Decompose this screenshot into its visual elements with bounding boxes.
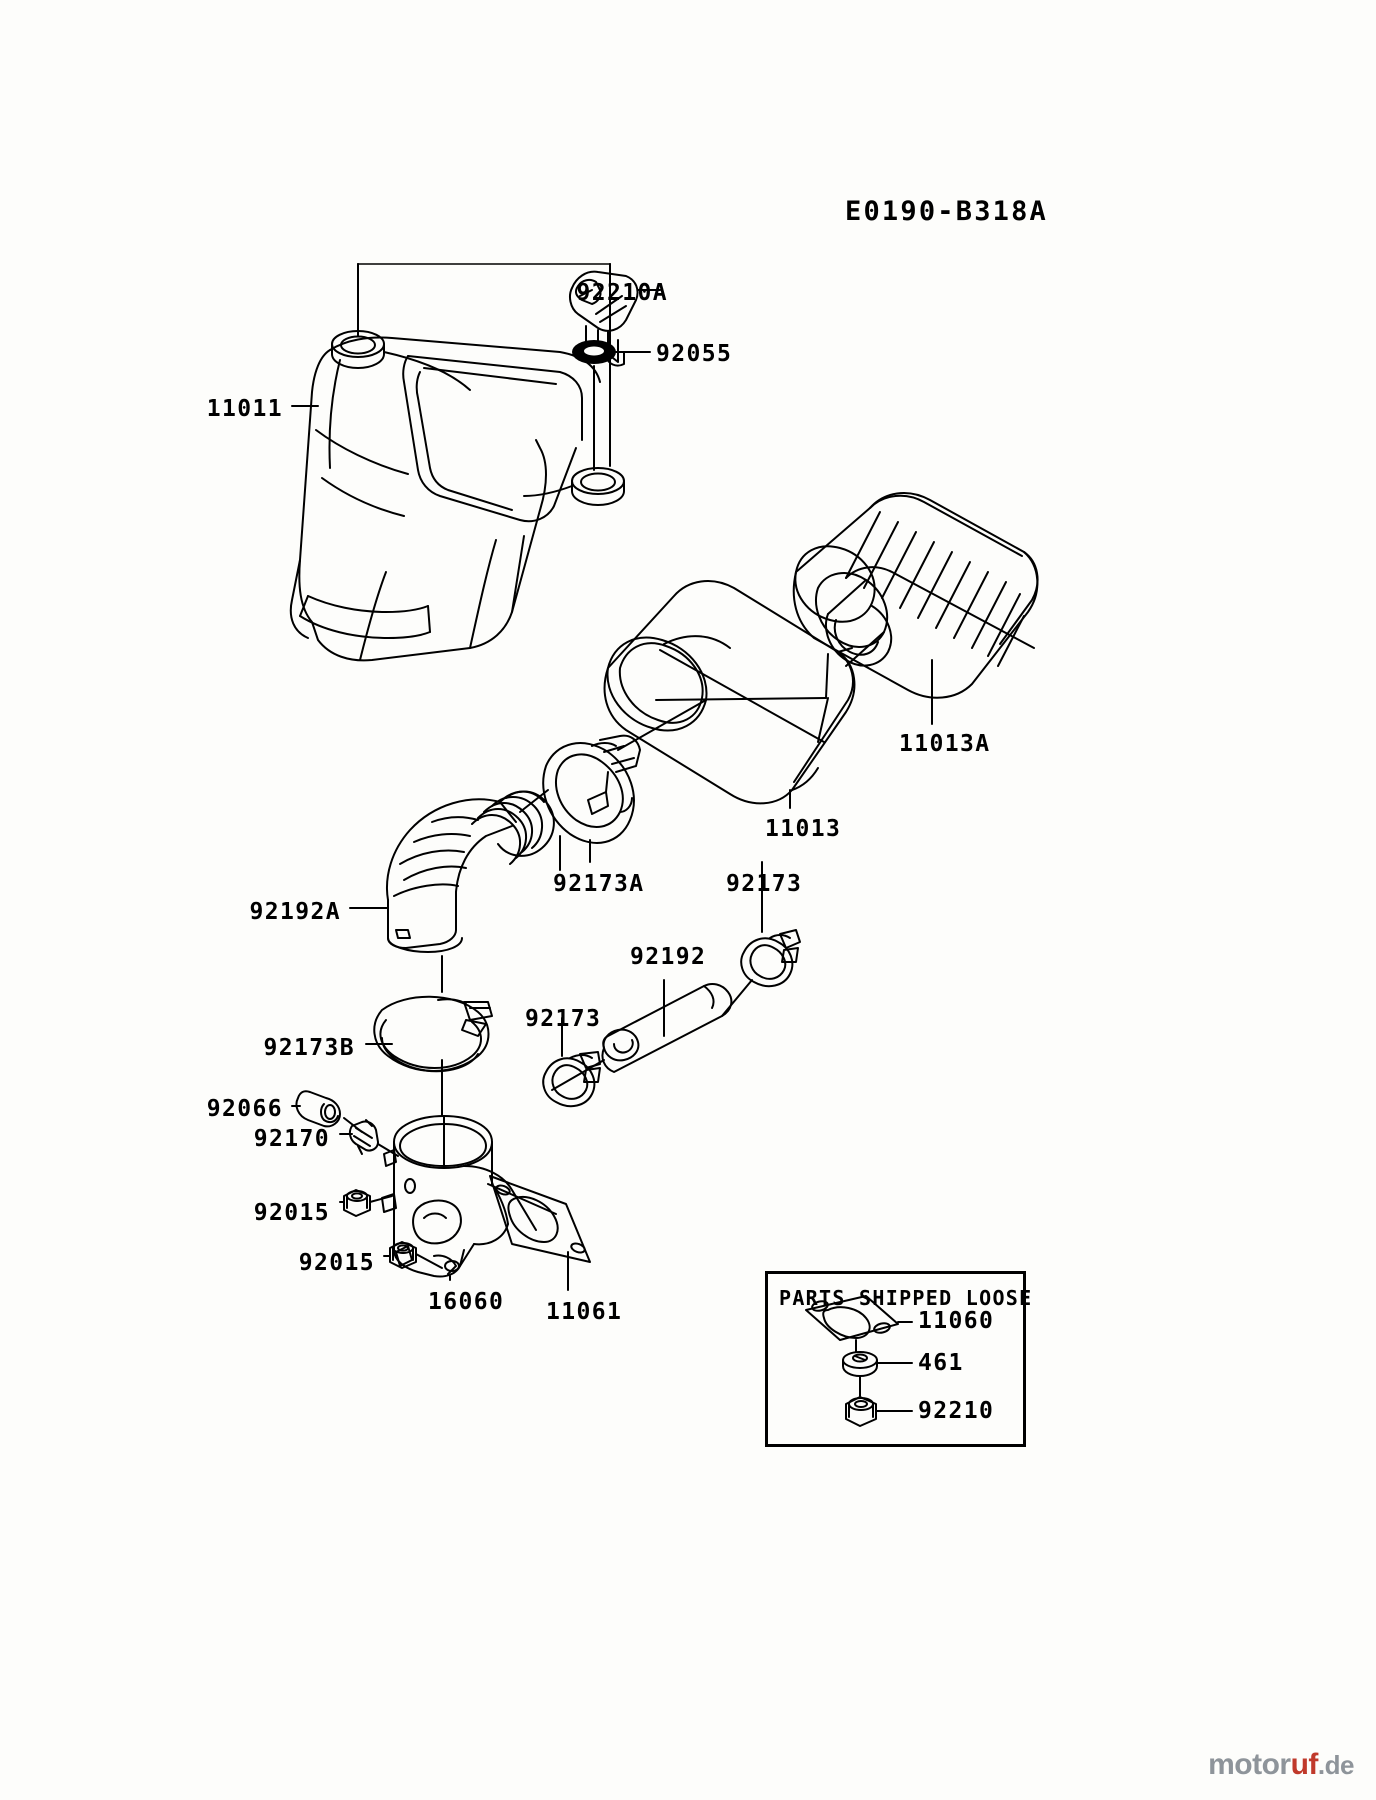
part-92015-nut-upper: [344, 1190, 370, 1216]
watermark-de: .de: [1317, 1750, 1355, 1780]
part-92173B-clamp: [374, 997, 492, 1071]
part-92066-plug: [296, 1091, 340, 1126]
part-11013A-filter-element: [794, 493, 1038, 698]
part-92173A-clamp: [543, 736, 640, 843]
part-92015-nut-lower: [390, 1242, 416, 1268]
callout-92192A: 92192A: [249, 899, 341, 925]
part-92170-clamp: [350, 1120, 378, 1154]
part-92173-clamp-right: [741, 930, 800, 986]
callout-92066: 92066: [206, 1096, 283, 1122]
callout-92173-right: 92173: [726, 871, 803, 897]
part-16060-intake-pipe: [382, 1116, 536, 1277]
part-11011-air-cleaner-case: [291, 264, 624, 660]
callout-92170: 92170: [253, 1126, 330, 1152]
callout-92210: 92210: [918, 1398, 995, 1424]
part-92192A-intake-elbow: [387, 792, 554, 953]
watermark-motor: motor: [1208, 1748, 1291, 1781]
callout-16060: 16060: [428, 1289, 505, 1315]
callout-11011: 11011: [206, 396, 283, 422]
callout-92015-upper: 92015: [253, 1200, 330, 1226]
callout-92192: 92192: [630, 944, 707, 970]
diagram-code: E0190-B318A: [845, 196, 1049, 227]
part-92192-breather-tube: [602, 984, 731, 1072]
callout-92210A: 92210A: [576, 280, 668, 306]
callout-92173B: 92173B: [263, 1035, 355, 1061]
site-watermark: motoruf.de: [1208, 1748, 1354, 1782]
part-11013-air-duct: [605, 581, 855, 803]
callout-11061: 11061: [546, 1299, 623, 1325]
callout-92055: 92055: [656, 341, 733, 367]
callout-92173-left: 92173: [525, 1006, 602, 1032]
callout-461: 461: [918, 1350, 964, 1376]
callout-11013: 11013: [765, 816, 842, 842]
part-92055-o-ring: [572, 340, 616, 364]
callout-92015-lower: 92015: [298, 1250, 375, 1276]
callout-11060: 11060: [918, 1308, 995, 1334]
callout-92173A: 92173A: [553, 871, 645, 897]
part-11061-gasket: [490, 1176, 590, 1262]
parts-shipped-loose-box: [765, 1271, 1026, 1447]
part-92173-clamp-left: [543, 1052, 600, 1106]
watermark-uf: uf: [1290, 1748, 1319, 1781]
callout-11013A: 11013A: [899, 731, 991, 757]
parts-shipped-loose-title: PARTS SHIPPED LOOSE: [779, 1286, 1033, 1310]
